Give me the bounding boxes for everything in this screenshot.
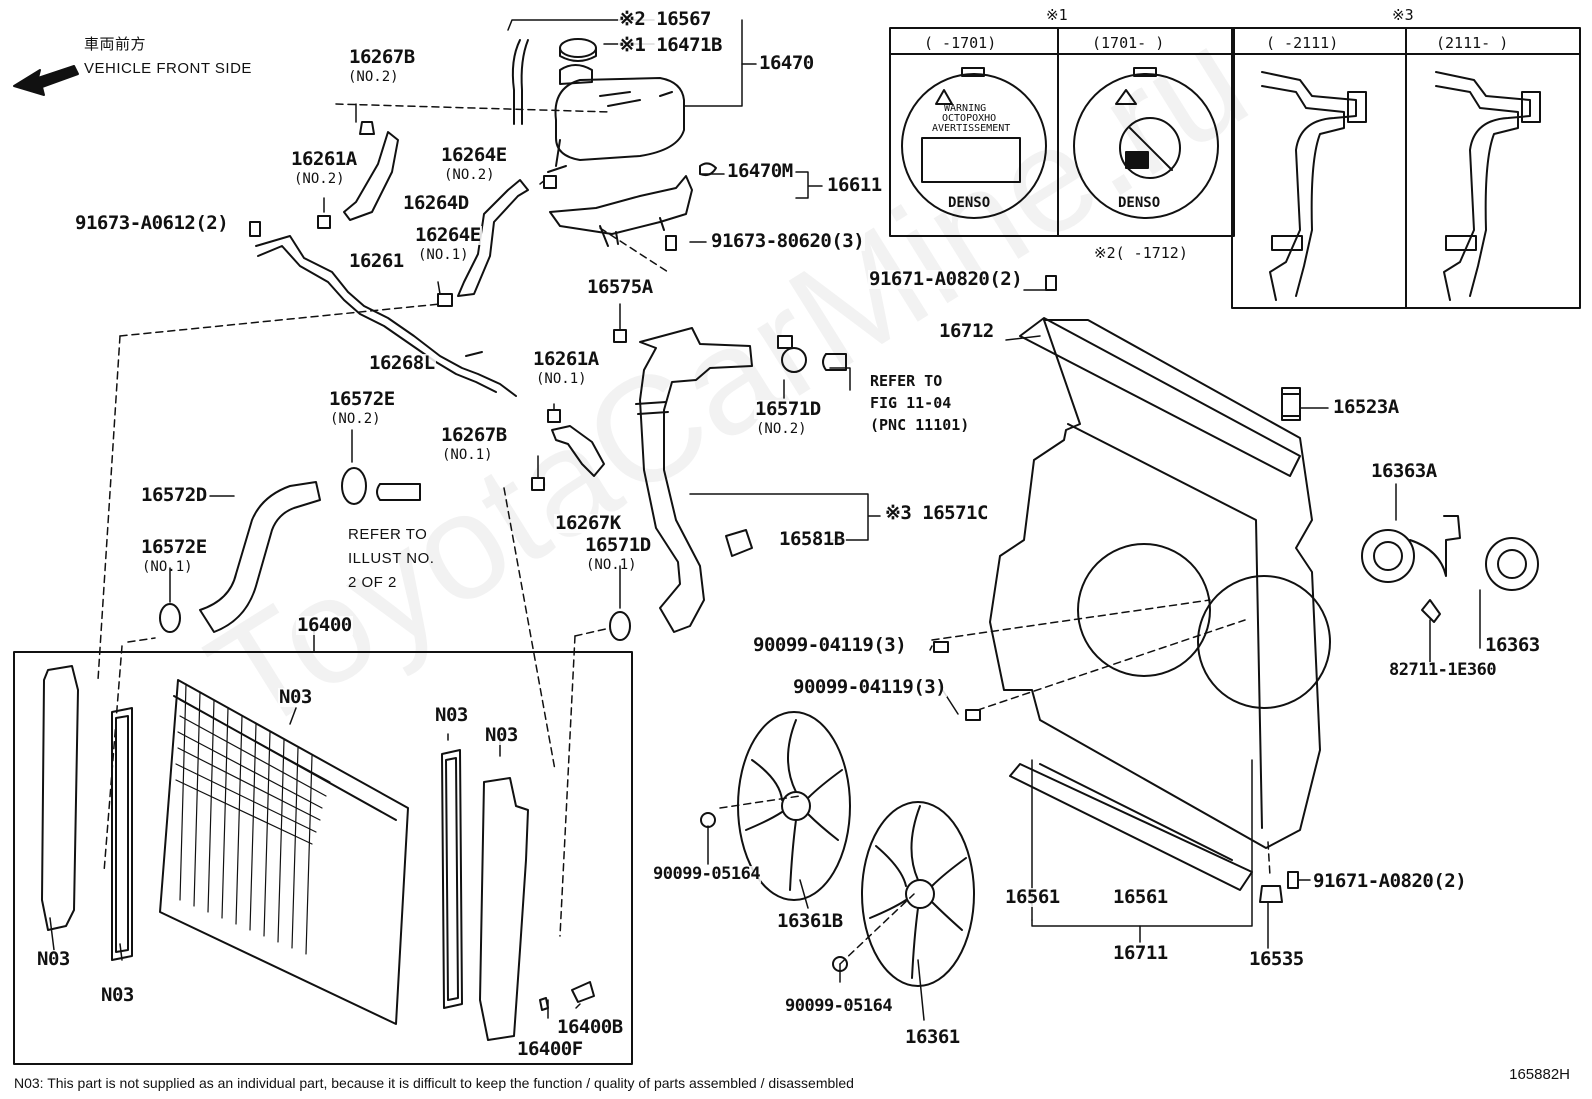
part-label-82711-1E360[interactable]: 82711-1E360 — [1388, 660, 1498, 680]
part-sub-16572E-no2: (NO.2) — [330, 411, 381, 427]
part-label-16712[interactable]: 16712 — [938, 320, 995, 342]
refer-illust-line2: ILLUST NO. — [348, 550, 435, 567]
part-label-16581B[interactable]: 16581B — [778, 528, 846, 550]
refer-fig-line3: (PNC 11101) — [870, 416, 970, 434]
part-label-16470[interactable]: 16470 — [758, 52, 815, 74]
part-label-90099-05164-a[interactable]: 90099-05164 — [652, 864, 762, 884]
part-label-16572E-no2[interactable]: 16572E — [328, 388, 396, 410]
part-label-16264D[interactable]: 16264D — [402, 192, 470, 214]
part-label-16264E-no2[interactable]: 16264E — [440, 144, 508, 166]
diagram-code: 165882H — [1509, 1066, 1570, 1083]
inset3-col-left: ( -2111) — [1266, 34, 1339, 52]
part-label-16264E-no1[interactable]: 16264E — [414, 224, 482, 246]
part-label-90099-05164-b[interactable]: 90099-05164 — [784, 996, 894, 1016]
part-label-16267B-no2[interactable]: 16267B — [348, 46, 416, 68]
inset-hoses — [1231, 27, 1581, 309]
bracket-16611 — [549, 162, 717, 247]
hoses-upper — [255, 131, 605, 477]
part-label-16572E-no1[interactable]: 16572E — [140, 536, 208, 558]
part-label-16572D[interactable]: 16572D — [140, 484, 208, 506]
refer-illust-line3: 2 OF 2 — [348, 574, 397, 591]
front-label-jp: 車両前方 — [84, 36, 147, 53]
part-label-16261A-no2[interactable]: 16261A — [290, 148, 358, 170]
radiator-core — [159, 679, 409, 1025]
radiator-tanks — [41, 665, 595, 1041]
part-label-16567[interactable]: ※2 16567 — [618, 8, 712, 30]
part-sub-16572E-no1: (NO.1) — [142, 559, 193, 575]
n03-label-tank-left[interactable]: N03 — [36, 948, 71, 970]
part-label-91673-80620[interactable]: 91673-80620(3) — [710, 230, 866, 252]
part-label-16535[interactable]: 16535 — [1248, 948, 1305, 970]
inset1-footnote: ※2( -1712) — [1094, 244, 1188, 262]
part-label-16361B[interactable]: 16361B — [776, 910, 844, 932]
part-label-91673-A0612[interactable]: 91673-A0612(2) — [74, 212, 230, 234]
part-label-16267B-no1[interactable]: 16267B — [440, 424, 508, 446]
part-label-16523A[interactable]: 16523A — [1332, 396, 1400, 418]
part-label-16363A[interactable]: 16363A — [1370, 460, 1438, 482]
part-label-16400B[interactable]: 16400B — [556, 1016, 624, 1038]
inset-caps — [889, 27, 1235, 237]
n03-label-core[interactable]: N03 — [278, 686, 313, 708]
part-sub-16261A-no2: (NO.2) — [294, 171, 345, 187]
inset1-mark: ※1 — [1046, 6, 1068, 24]
part-label-16571D-no2[interactable]: 16571D — [754, 398, 822, 420]
part-sub-16264E-no1: (NO.1) — [418, 247, 469, 263]
part-sub-16267B-no1: (NO.1) — [442, 447, 493, 463]
upper-hose-16571C — [635, 327, 847, 633]
part-label-16470M[interactable]: 16470M — [726, 160, 794, 182]
part-label-91671-A0820-top[interactable]: 91671-A0820(2) — [868, 268, 1024, 290]
part-label-16400F[interactable]: 16400F — [516, 1038, 584, 1060]
cap-brand-left: DENSO — [948, 195, 991, 211]
inset1-col-right: (1701- ) — [1092, 34, 1165, 52]
part-label-16400[interactable]: 16400 — [296, 614, 353, 636]
part-label-16361[interactable]: 16361 — [904, 1026, 961, 1048]
part-label-90099-04119-b[interactable]: 90099-04119(3) — [792, 676, 948, 698]
part-sub-16571D-no1: (NO.1) — [586, 557, 637, 573]
refer-fig-line2: FIG 11-04 — [870, 394, 952, 412]
part-label-16611[interactable]: 16611 — [826, 174, 883, 196]
inset1-col-left: ( -1701) — [924, 34, 997, 52]
part-label-16711[interactable]: 16711 — [1112, 942, 1169, 964]
n03-label-tank-right[interactable]: N03 — [484, 724, 519, 746]
part-label-16561-b[interactable]: 16561 — [1112, 886, 1169, 908]
part-label-16261A-no1[interactable]: 16261A — [532, 348, 600, 370]
part-label-16268L[interactable]: 16268L — [368, 352, 436, 374]
part-label-16571C[interactable]: ※3 16571C — [884, 502, 989, 524]
part-label-16363[interactable]: 16363 — [1484, 634, 1541, 656]
part-label-16471B[interactable]: ※1 16471B — [618, 34, 723, 56]
fans — [700, 711, 975, 987]
cap-warning-2: OCTOPOXHO — [942, 113, 997, 124]
part-label-90099-04119-a[interactable]: 90099-04119(3) — [752, 634, 908, 656]
front-label-en: VEHICLE FRONT SIDE — [84, 60, 252, 77]
part-label-16261[interactable]: 16261 — [348, 250, 405, 272]
refer-illust-line1: REFER TO — [348, 526, 428, 543]
n03-label-seal-left[interactable]: N03 — [100, 984, 135, 1006]
part-label-16561-a[interactable]: 16561 — [1004, 886, 1061, 908]
lower-hose-16572D — [159, 467, 631, 641]
part-sub-16267B-no2: (NO.2) — [348, 69, 399, 85]
fasteners — [249, 121, 1301, 903]
footer-note: N03: This part is not supplied as an ind… — [14, 1075, 854, 1091]
refer-fig-line1: REFER TO — [870, 372, 943, 390]
fan-motors — [1361, 515, 1539, 623]
part-label-16575A[interactable]: 16575A — [586, 276, 654, 298]
front-arrow-icon — [13, 65, 79, 96]
part-label-16571D-no1[interactable]: 16571D — [584, 534, 652, 556]
n03-label-seal-right[interactable]: N03 — [434, 704, 469, 726]
part-sub-16261A-no1: (NO.1) — [536, 371, 587, 387]
part-sub-16571D-no2: (NO.2) — [756, 421, 807, 437]
inset3-col-right: (2111- ) — [1436, 34, 1509, 52]
part-label-91671-A0820-bot[interactable]: 91671-A0820(2) — [1312, 870, 1468, 892]
reservoir-tank — [511, 38, 685, 173]
part-sub-16264E-no2: (NO.2) — [444, 167, 495, 183]
cap-warning-3: AVERTISSEMENT — [932, 123, 1011, 134]
cap-warning-1: WARNING — [944, 103, 987, 114]
inset3-mark: ※3 — [1392, 6, 1414, 24]
cap-brand-right: DENSO — [1118, 195, 1161, 211]
fan-shroud — [989, 317, 1331, 891]
part-label-16267K[interactable]: 16267K — [554, 512, 622, 534]
radiator-box — [13, 651, 633, 1065]
